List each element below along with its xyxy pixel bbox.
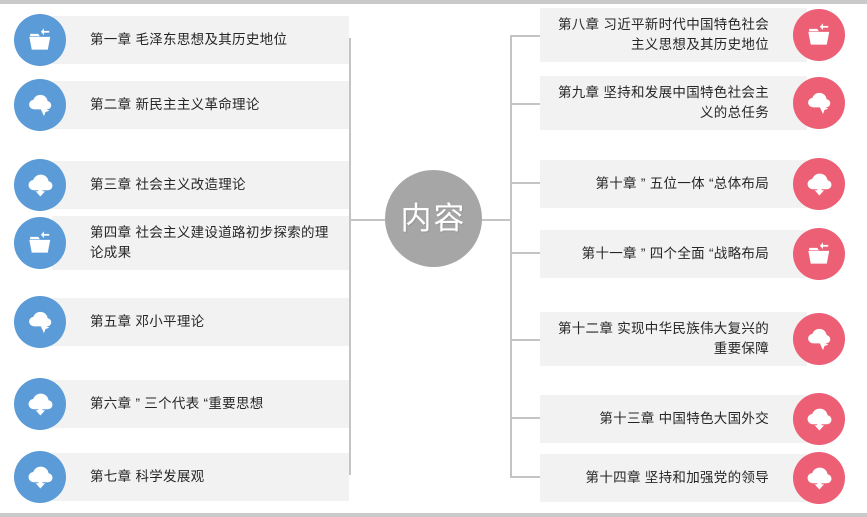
top-edge-bar <box>0 0 867 4</box>
topic-left-3[interactable]: 第三章 社会主义改造理论 <box>14 159 349 211</box>
cloud-download-icon <box>793 452 845 504</box>
folder-import-icon <box>793 9 845 61</box>
topic-label-box: 第十一章 ” 四个全面 “战略布局 <box>540 230 807 278</box>
topic-left-2[interactable]: 第二章 新民主主义革命理论 <box>14 79 349 131</box>
folder-import-icon <box>14 217 66 269</box>
topic-label: 第十四章 坚持和加强党的领导 <box>585 470 769 486</box>
connector-right-stub-7 <box>510 476 540 478</box>
connector-left-to-center <box>349 219 385 221</box>
topic-label-box: 第十四章 坚持和加强党的领导 <box>540 454 807 502</box>
cloud-download-icon <box>14 451 66 503</box>
bottom-edge-bar <box>0 513 867 517</box>
topic-label-box: 第五章 邓小平理论 <box>52 298 349 346</box>
center-node[interactable]: 内容 <box>385 170 482 267</box>
topic-label: 第四章 社会主义建设道路初步探索的理论成果 <box>90 225 329 260</box>
topic-left-6[interactable]: 第六章 ” 三个代表 “重要思想 <box>14 378 349 430</box>
topic-right-5[interactable]: 第十二章 实现中华民族伟大复兴的重要保障 <box>540 312 845 366</box>
topic-label: 第十三章 中国特色大国外交 <box>599 411 769 427</box>
topic-label: 第五章 邓小平理论 <box>90 314 205 330</box>
topic-right-7[interactable]: 第十四章 坚持和加强党的领导 <box>540 452 845 504</box>
topic-left-1[interactable]: 第一章 毛泽东思想及其历史地位 <box>14 14 349 66</box>
topic-label: 第七章 科学发展观 <box>90 469 205 485</box>
connector-right-spine <box>510 35 512 476</box>
topic-right-6[interactable]: 第十三章 中国特色大国外交 <box>540 393 845 445</box>
cloud-cursor-icon <box>793 313 845 365</box>
connector-left-spine-to-center <box>349 219 352 221</box>
topic-label: 第十二章 实现中华民族伟大复兴的重要保障 <box>557 321 769 356</box>
folder-import-icon <box>14 14 66 66</box>
topic-label: 第八章 习近平新时代中国特色社会主义思想及其历史地位 <box>557 17 769 52</box>
topic-label-box: 第九章 坚持和发展中国特色社会主义的总任务 <box>540 76 807 130</box>
topic-label-box: 第一章 毛泽东思想及其历史地位 <box>52 16 349 64</box>
topic-label: 第六章 ” 三个代表 “重要思想 <box>90 396 264 412</box>
topic-label-box: 第十二章 实现中华民族伟大复兴的重要保障 <box>540 312 807 366</box>
cloud-download-icon <box>793 393 845 445</box>
topic-label: 第九章 坚持和发展中国特色社会主义的总任务 <box>557 85 769 120</box>
cloud-cursor-icon <box>14 79 66 131</box>
topic-label: 第一章 毛泽东思想及其历史地位 <box>90 32 288 48</box>
topic-label-box: 第三章 社会主义改造理论 <box>52 161 349 209</box>
topic-label-box: 第二章 新民主主义革命理论 <box>52 81 349 129</box>
topic-left-7[interactable]: 第七章 科学发展观 <box>14 451 349 503</box>
connector-right-stub-1 <box>510 35 540 37</box>
cloud-cursor-icon <box>14 296 66 348</box>
connector-right-stub-5 <box>510 339 540 341</box>
cloud-cursor-icon <box>793 77 845 129</box>
connector-right-stub-4 <box>510 252 540 254</box>
cloud-download-icon <box>14 159 66 211</box>
topic-label-box: 第十章 ” 五位一体 “总体布局 <box>540 160 807 208</box>
topic-label-box: 第六章 ” 三个代表 “重要思想 <box>52 380 349 428</box>
topic-label: 第十一章 ” 四个全面 “战略布局 <box>581 246 769 262</box>
connector-right-to-center <box>481 219 512 221</box>
topic-left-4[interactable]: 第四章 社会主义建设道路初步探索的理论成果 <box>14 216 349 270</box>
cloud-download-icon <box>14 378 66 430</box>
topic-label: 第十章 ” 五位一体 “总体布局 <box>595 176 769 192</box>
topic-label-box: 第四章 社会主义建设道路初步探索的理论成果 <box>52 216 349 270</box>
topic-right-2[interactable]: 第九章 坚持和发展中国特色社会主义的总任务 <box>540 76 845 130</box>
connector-left-spine <box>349 38 351 475</box>
topic-label-box: 第十三章 中国特色大国外交 <box>540 395 807 443</box>
center-node-label: 内容 <box>400 201 467 236</box>
topic-label: 第二章 新民主主义革命理论 <box>90 97 260 113</box>
topic-right-4[interactable]: 第十一章 ” 四个全面 “战略布局 <box>540 228 845 280</box>
connector-right-stub-2 <box>510 103 540 105</box>
connector-right-stub-3 <box>510 182 540 184</box>
topic-label-box: 第七章 科学发展观 <box>52 453 349 501</box>
topic-label: 第三章 社会主义改造理论 <box>90 177 246 193</box>
topic-label-box: 第八章 习近平新时代中国特色社会主义思想及其历史地位 <box>540 8 807 62</box>
topic-right-1[interactable]: 第八章 习近平新时代中国特色社会主义思想及其历史地位 <box>540 8 845 62</box>
topic-left-5[interactable]: 第五章 邓小平理论 <box>14 296 349 348</box>
cloud-download-icon <box>793 158 845 210</box>
folder-import-icon <box>793 228 845 280</box>
topic-right-3[interactable]: 第十章 ” 五位一体 “总体布局 <box>540 158 845 210</box>
connector-right-stub-6 <box>510 417 540 419</box>
